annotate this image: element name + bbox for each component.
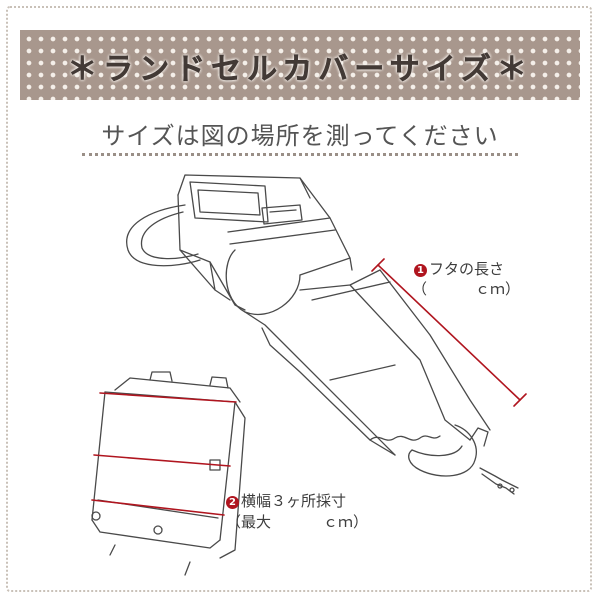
width-unit: ｃｍ） [323,513,369,531]
closed-backpack-sketch [91,371,246,576]
number-1-badge: 1 [414,264,427,277]
width-line-middle [93,454,231,467]
flap-length-line [377,264,521,401]
open-backpack-sketch [126,174,519,495]
width-text: 横幅３ヶ所採寸 [241,492,347,510]
dotted-divider [82,153,518,156]
measurement-lines [91,258,527,516]
flap-length-text: フタの長さ [429,260,505,278]
subtitle: サイズは図の場所を測ってください [101,122,499,150]
number-2-badge: 2 [226,496,239,509]
width-open-paren: （最大 [226,513,272,531]
width-input-hint: （最大 ｃｍ） [226,511,368,532]
flap-open-paren: （ [412,280,428,298]
flap-unit: ｃｍ） [475,280,521,298]
page-border [6,6,592,592]
flap-length-input-hint: （ ｃｍ） [412,278,520,299]
width-line-bottom [91,499,225,516]
width-line-top [99,392,237,403]
title-banner: ＊ランドセルカバーサイズ＊ [15,30,580,100]
banner-title: ＊ランドセルカバーサイズ＊ [67,52,533,88]
